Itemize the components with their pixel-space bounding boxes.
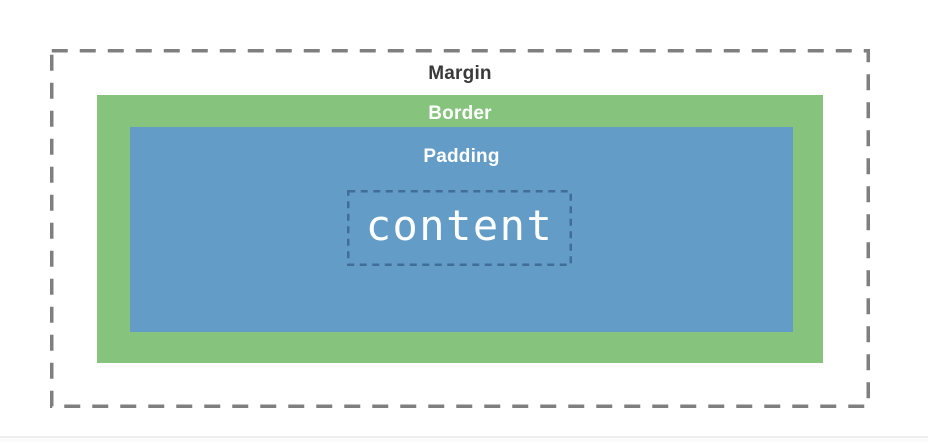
padding-box: Padding content — [130, 127, 793, 332]
margin-label: Margin — [428, 63, 492, 84]
padding-label: Padding — [423, 146, 500, 167]
footer-strip — [0, 438, 928, 442]
content-label: content — [365, 201, 554, 250]
bottom-divider — [0, 436, 928, 438]
border-box: Border Padding content — [97, 95, 823, 363]
content-box: content — [347, 190, 572, 266]
border-label: Border — [428, 103, 492, 124]
